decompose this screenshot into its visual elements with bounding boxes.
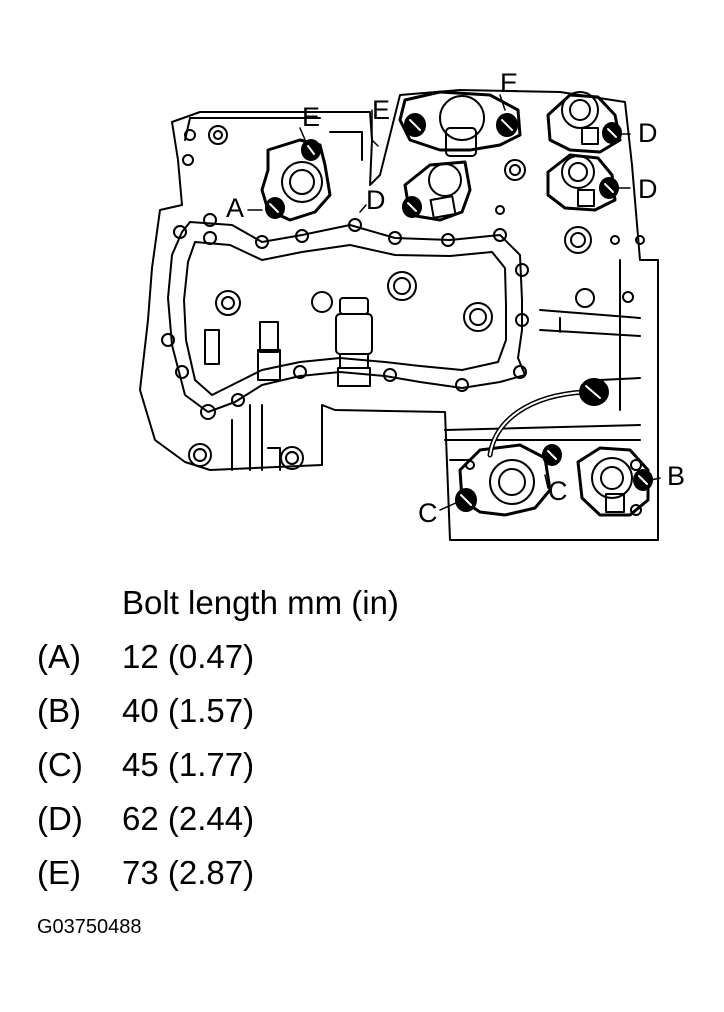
- lower-channels: [231, 404, 281, 471]
- bolt-value: 73 (2.87): [122, 854, 255, 891]
- gasket-bolt-holes: [161, 213, 529, 420]
- callout-leaders: [247, 94, 661, 511]
- valve-body-drawing: [139, 89, 661, 541]
- valve-body-diagram: E E E D D D A B C C: [139, 68, 686, 541]
- callout-a: A: [226, 193, 245, 223]
- gasket-inner: [183, 241, 507, 396]
- center-valve-plug: [204, 297, 373, 387]
- callout-e-mid: E: [372, 95, 391, 125]
- callout-c-left: C: [418, 498, 438, 528]
- bolt-key: (C): [37, 746, 83, 783]
- bolt-value: 62 (2.44): [122, 800, 255, 837]
- bolt-row-e: (E) 73 (2.87): [0, 853, 724, 903]
- bolt-row-c: (C) 45 (1.77): [0, 745, 724, 795]
- solenoid-upper-right: [546, 91, 622, 154]
- bolt-key: (D): [37, 800, 83, 837]
- callout-d-top: D: [638, 118, 658, 148]
- callout-c-right: C: [548, 476, 568, 506]
- wire-harness: [487, 378, 609, 458]
- valve-body-outline: [139, 89, 659, 541]
- bolt-value: 12 (0.47): [122, 638, 255, 675]
- valve-body-inner-edge: [184, 117, 363, 161]
- bolt-value: 40 (1.57): [122, 692, 255, 729]
- solenoid-bottom-left: [455, 443, 562, 517]
- callout-d-bottom: D: [638, 174, 658, 204]
- solenoid-top-center: [398, 90, 522, 157]
- figure-id: G03750488: [37, 916, 142, 938]
- solenoid-lower-right: [546, 153, 619, 212]
- solenoid-center: [402, 160, 472, 222]
- bolt-key: (E): [37, 854, 81, 891]
- body-ports: [182, 125, 645, 516]
- solenoid-bottom-right: [576, 446, 653, 517]
- bolt-row-a: (A) 12 (0.47): [0, 637, 724, 687]
- callout-b: B: [667, 461, 686, 491]
- bolt-row-b: (B) 40 (1.57): [0, 691, 724, 741]
- bolt-value: 45 (1.77): [122, 746, 255, 783]
- bolt-table-header: Bolt length mm (in): [122, 584, 399, 621]
- callout-d-center: D: [366, 185, 386, 215]
- gasket-outline: [167, 221, 526, 413]
- lower-right-step: [444, 424, 641, 461]
- callout-e-left: E: [302, 102, 321, 132]
- bolt-row-d: (D) 62 (2.44): [0, 799, 724, 849]
- right-passages: [539, 259, 641, 411]
- bolt-key: (B): [37, 692, 81, 729]
- bolt-key: (A): [37, 638, 81, 675]
- callout-e-right: E: [500, 68, 519, 98]
- solenoid-left: [260, 138, 332, 222]
